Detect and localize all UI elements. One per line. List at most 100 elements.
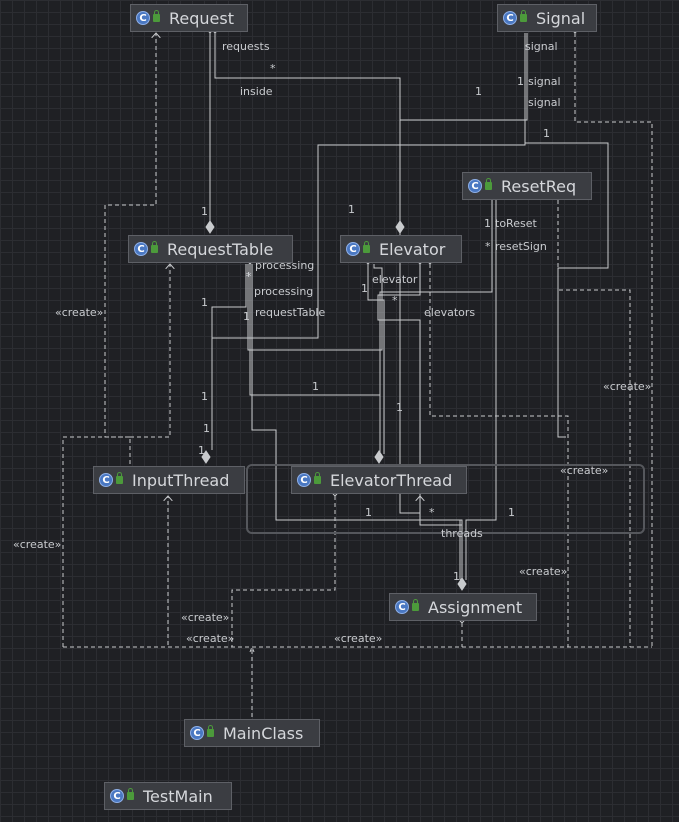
edge-requesttable-elevatorthread-2 xyxy=(247,264,383,351)
label-create: «create» xyxy=(560,464,609,477)
class-mainclass[interactable]: C MainClass xyxy=(184,719,320,747)
label-create: «create» xyxy=(519,565,568,578)
label-elevator: elevator xyxy=(372,273,418,286)
class-icon: C xyxy=(136,11,150,25)
class-name: TestMain xyxy=(143,786,213,806)
label-create: «create» xyxy=(186,632,235,645)
class-name: ElevatorThread xyxy=(330,470,453,490)
edge-elevator-elevatorthread xyxy=(368,264,385,454)
class-name: MainClass xyxy=(223,723,304,743)
label-threads: threads xyxy=(441,527,483,540)
class-testmain[interactable]: C TestMain xyxy=(104,782,232,810)
dep-main-elevatorthread xyxy=(231,496,335,647)
edge-requesttable-assignment xyxy=(251,264,461,580)
label-multiplicity: * xyxy=(246,270,252,283)
label-multiplicity: 1 xyxy=(203,422,210,435)
public-lock-icon xyxy=(207,725,214,737)
diamond-inputthread xyxy=(201,450,211,464)
label-multiplicity: 1 xyxy=(198,444,205,457)
diamond-elevator-top xyxy=(395,220,405,234)
edge-request-elevator xyxy=(215,33,401,222)
public-lock-icon xyxy=(412,599,419,611)
label-signal: signal xyxy=(528,75,561,88)
edge-signal-elevatorthread xyxy=(399,33,528,514)
label-create: «create» xyxy=(603,380,652,393)
dep-main-elevator xyxy=(430,264,569,647)
public-lock-icon xyxy=(363,241,370,253)
class-assignment[interactable]: C Assignment xyxy=(389,593,537,621)
dep-input-request xyxy=(104,33,156,464)
label-processing: processing xyxy=(255,259,315,272)
label-multiplicity: 1 xyxy=(475,85,482,98)
diamond-elevatorthread xyxy=(374,450,384,464)
class-icon: C xyxy=(395,600,409,614)
label-elevators: elevators xyxy=(424,306,476,319)
public-lock-icon xyxy=(485,178,492,190)
label-multiplicity: 1 xyxy=(453,570,460,583)
public-lock-icon xyxy=(151,241,158,253)
label-multiplicity: 1 xyxy=(201,205,208,218)
class-icon: C xyxy=(503,11,517,25)
class-inputthread[interactable]: C InputThread xyxy=(93,466,245,494)
dep-main-stem-b xyxy=(249,645,255,653)
label-create: «create» xyxy=(13,538,62,551)
label-inside: inside xyxy=(240,85,273,98)
label-multiplicity: 1 xyxy=(361,282,368,295)
label-multiplicity: * xyxy=(392,294,398,307)
label-requesttable: requestTable xyxy=(255,306,326,319)
class-name: Elevator xyxy=(379,239,446,259)
label-signal: signal xyxy=(525,40,558,53)
diamond-requesttable-top xyxy=(205,220,215,234)
label-multiplicity: 1 xyxy=(543,127,550,140)
public-lock-icon xyxy=(127,788,134,800)
label-multiplicity: 1 xyxy=(348,203,355,216)
class-icon: C xyxy=(468,179,482,193)
label-multiplicity: * xyxy=(429,506,435,519)
public-lock-icon xyxy=(153,10,160,22)
class-icon: C xyxy=(297,473,311,487)
label-requests: requests xyxy=(222,40,270,53)
label-multiplicity: 1 xyxy=(484,217,491,230)
label-multiplicity: * xyxy=(270,62,276,75)
class-resetreq[interactable]: C ResetReq xyxy=(462,172,592,200)
label-multiplicity: * xyxy=(485,240,491,253)
threads-group-frame xyxy=(246,464,645,534)
class-name: RequestTable xyxy=(167,239,274,259)
label-multiplicity: 1 xyxy=(396,401,403,414)
label-create: «create» xyxy=(334,632,383,645)
diamond-assignment xyxy=(457,577,467,591)
label-create: «create» xyxy=(55,306,104,319)
label-multiplicity: 1 xyxy=(508,506,515,519)
class-elevatorthread[interactable]: C ElevatorThread xyxy=(291,466,467,494)
label-multiplicity: 1 xyxy=(365,506,372,519)
class-icon: C xyxy=(99,473,113,487)
dep-main-requesttable xyxy=(130,264,170,438)
class-request[interactable]: C Request xyxy=(130,4,248,32)
class-requesttable[interactable]: C RequestTable xyxy=(128,235,293,263)
public-lock-icon xyxy=(116,472,123,484)
edge-elevatorthread-assignment xyxy=(419,496,463,580)
dep-main-left xyxy=(62,436,130,647)
class-icon: C xyxy=(346,242,360,256)
class-icon: C xyxy=(134,242,148,256)
edge-signal-wide xyxy=(524,33,609,438)
class-signal[interactable]: C Signal xyxy=(497,4,597,32)
label-processing: processing xyxy=(254,285,314,298)
edge-resetreq-assignment xyxy=(465,200,497,580)
label-multiplicity: 1 xyxy=(312,380,319,393)
class-elevator[interactable]: C Elevator xyxy=(340,235,462,263)
label-resetsign: resetSign xyxy=(495,240,547,253)
class-name: Request xyxy=(169,8,234,28)
class-icon: C xyxy=(110,789,124,803)
dep-main-signal xyxy=(575,33,653,647)
label-multiplicity: 1 xyxy=(201,296,208,309)
class-icon: C xyxy=(190,726,204,740)
class-name: Assignment xyxy=(428,597,523,617)
label-signal: signal xyxy=(528,96,561,109)
label-create: «create» xyxy=(181,611,230,624)
label-multiplicity: 1 xyxy=(517,75,524,88)
label-multiplicity: 1 xyxy=(201,390,208,403)
class-name: Signal xyxy=(536,8,586,28)
edge-elevator-assignment xyxy=(377,264,463,580)
